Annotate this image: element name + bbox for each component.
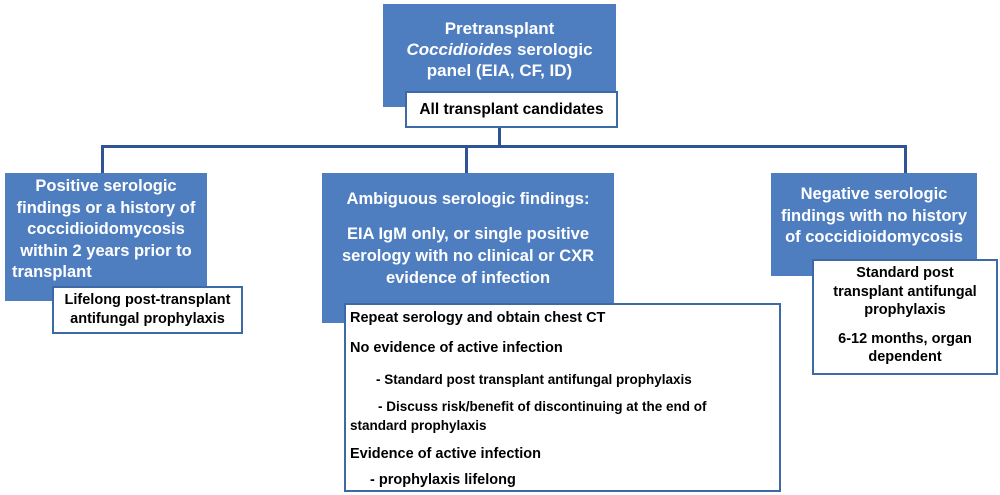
mgmt-discuss-risk-cont: standard prophylaxis — [350, 418, 487, 433]
lifelong-line-2: antifungal prophylaxis — [70, 311, 225, 327]
connector-top-vertical — [498, 128, 501, 146]
standard-line-1: Standard post — [856, 265, 954, 281]
mgmt-repeat-serology: Repeat serology and obtain chest CT — [350, 310, 606, 326]
positive-line-5: transplant — [12, 263, 92, 281]
standard-line-2: transplant antifungal — [833, 283, 977, 300]
top-line-3: panel (EIA, CF, ID) — [426, 61, 573, 80]
lifelong-prophylaxis-box: Lifelong post-transplant antifungal prop… — [52, 286, 243, 334]
ambiguous-line-1: EIA IgM only, or single positive — [346, 225, 590, 243]
positive-line-1: Positive serologic — [35, 177, 177, 195]
negative-line-2: findings with no history — [780, 206, 968, 225]
negative-line-3: of coccidioidomycosis — [785, 228, 963, 246]
ambiguous-heading: Ambiguous serologic findings: — [346, 190, 590, 208]
mgmt-prophylaxis-lifelong: - prophylaxis lifelong — [370, 472, 516, 488]
connector-horizontal — [101, 145, 907, 148]
mgmt-discuss-risk: - Discuss risk/benefit of discontinuing … — [378, 399, 707, 414]
duration-line-2: dependent — [868, 349, 942, 365]
duration-line-1: 6-12 months, organ — [838, 330, 972, 347]
connector-left-drop — [101, 145, 104, 173]
standard-prophylaxis-box: Standard post transplant antifungal prop… — [812, 259, 998, 375]
connector-middle-drop — [465, 145, 468, 173]
top-line-2-rest: serologic — [512, 40, 593, 59]
all-candidates-box: All transplant candidates — [405, 91, 618, 128]
top-line-2: Coccidioides serologic — [383, 39, 616, 60]
negative-findings-box: Negative serologic findings with no hist… — [771, 173, 977, 276]
organism-name: Coccidioides — [406, 40, 513, 59]
positive-line-3: coccidioidomycosis — [27, 220, 185, 238]
ambiguous-line-3: evidence of infection — [385, 269, 551, 287]
mgmt-no-evidence: No evidence of active infection — [350, 340, 563, 356]
ambiguous-line-2: serology with no clinical or CXR — [341, 247, 595, 265]
lifelong-line-1: Lifelong post-transplant — [64, 292, 231, 308]
negative-line-1: Negative serologic — [800, 185, 948, 203]
positive-findings-box: Positive serologic findings or a history… — [5, 173, 207, 301]
positive-line-4: within 2 years prior to — [20, 241, 192, 260]
top-line-1: Pretransplant — [444, 19, 555, 38]
ambiguous-findings-box: Ambiguous serologic findings: EIA IgM on… — [322, 173, 614, 323]
pretransplant-panel-box: Pretransplant Coccidioides serologic pan… — [383, 4, 616, 107]
all-candidates-label: All transplant candidates — [419, 101, 604, 118]
standard-line-3: prophylaxis — [864, 302, 946, 318]
positive-line-2: findings or a history of — [16, 198, 196, 217]
connector-right-drop — [904, 145, 907, 173]
mgmt-standard-prophylaxis: - Standard post transplant antifungal pr… — [376, 372, 692, 387]
ambiguous-management-box: Repeat serology and obtain chest CT No e… — [344, 303, 781, 492]
mgmt-evidence-active: Evidence of active infection — [350, 446, 541, 462]
